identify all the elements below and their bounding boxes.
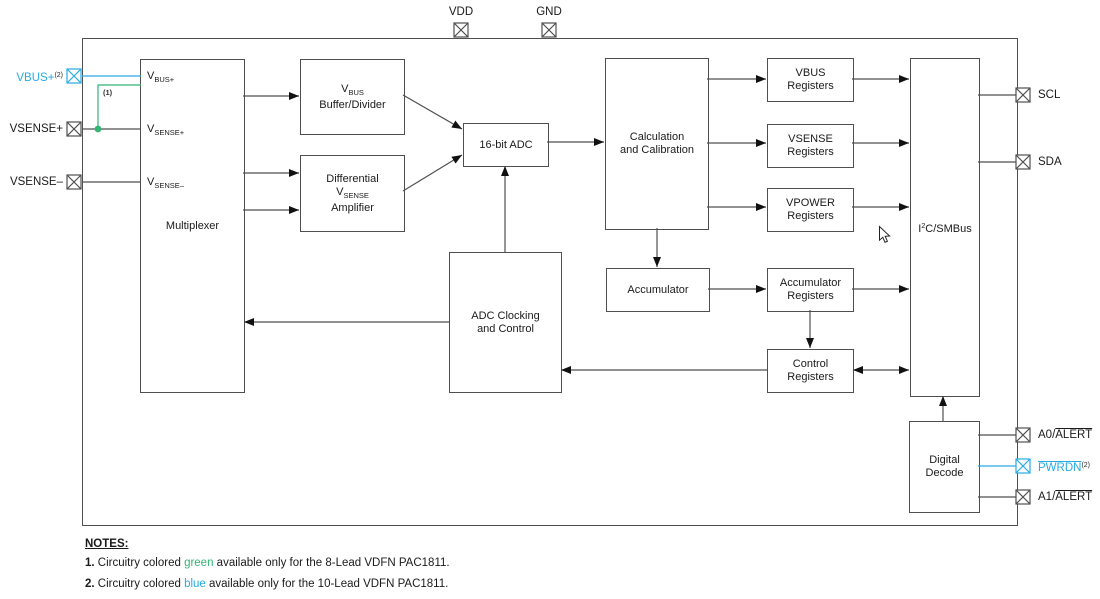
scl-pin-label: SCL — [1038, 89, 1061, 101]
a1-alert-pin-label: A1/ALERT — [1038, 491, 1093, 503]
gnd-pin-icon — [541, 22, 557, 38]
a0-alert-pin-icon — [1015, 427, 1031, 443]
vdd-pin-label: VDD — [448, 6, 474, 18]
a0-alert-pin-label: A0/ALERT — [1038, 429, 1093, 441]
mux-input-vsense-minus: VSENSE– — [147, 176, 184, 190]
green-wire-note-ref: (1) — [103, 88, 113, 97]
a1-alert-pin-icon — [1015, 489, 1031, 505]
note-1: 1. Circuitry colored green available onl… — [85, 557, 450, 569]
mux-input-vbus: VBUS+ — [147, 70, 175, 84]
block-differential-vsense-amplifier: Differential VSENSE Amplifier — [300, 155, 405, 232]
vsense-plus-pin-label: VSENSE+ — [9, 123, 63, 135]
block-multiplexer: Multiplexer — [140, 59, 245, 393]
block-digital-decode: Digital Decode — [909, 421, 980, 513]
block-16bit-adc: 16-bit ADC — [463, 123, 549, 167]
mux-input-vsense-plus: VSENSE+ — [147, 123, 185, 137]
block-vpower-registers: VPOWER Registers — [767, 188, 854, 232]
block-accumulator-registers: Accumulator Registers — [767, 268, 854, 312]
vsense-minus-pin-icon — [66, 174, 82, 190]
vsense-plus-pin-icon — [66, 121, 82, 137]
block-calculation-calibration: Calculation and Calibration — [605, 58, 709, 230]
vbus-plus-pin-icon — [66, 68, 82, 84]
block-i2c-smbus: I2C/SMBus — [910, 58, 980, 397]
block-adc-clocking-control: ADC Clocking and Control — [449, 252, 562, 393]
pwrdn-pin-icon — [1015, 458, 1031, 474]
sda-pin-label: SDA — [1038, 156, 1062, 168]
vbus-plus-pin-label: VBUS+(2) — [16, 72, 63, 84]
pwrdn-pin-label: PWRDN(2) — [1038, 462, 1091, 474]
scl-pin-icon — [1015, 87, 1031, 103]
vdd-pin-icon — [453, 22, 469, 38]
block-vsense-registers: VSENSE Registers — [767, 124, 854, 168]
block-vbus-buffer-divider: VBUS Buffer/Divider — [300, 59, 405, 135]
note-2: 2. Circuitry colored blue available only… — [85, 578, 449, 590]
notes-heading: NOTES: — [85, 538, 129, 550]
block-control-registers: Control Registers — [767, 349, 854, 393]
sda-pin-icon — [1015, 154, 1031, 170]
vsense-minus-pin-label: VSENSE– — [9, 176, 63, 188]
gnd-pin-label: GND — [536, 6, 562, 18]
chip-boundary — [82, 38, 1018, 526]
block-accumulator: Accumulator — [606, 268, 710, 312]
block-vbus-registers: VBUS Registers — [767, 58, 854, 102]
